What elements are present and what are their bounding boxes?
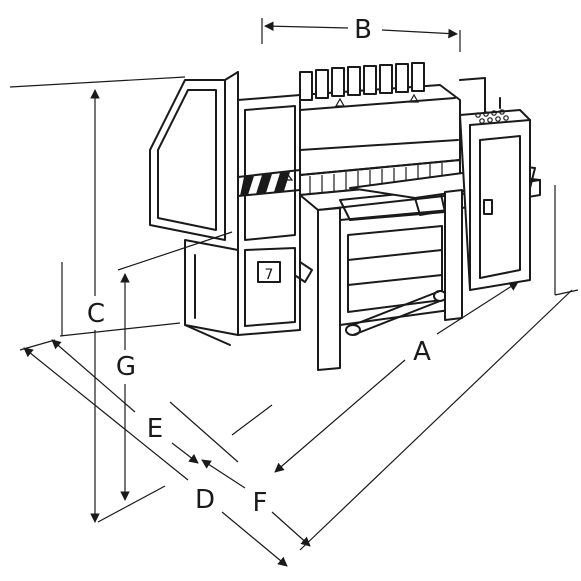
bottom-reference [97,485,166,523]
dimension-d: D [23,347,288,567]
front-leg-left [317,207,341,371]
motor-housing: 7 [237,94,313,336]
label-g: G [116,352,136,382]
label-a: A [413,337,431,367]
dimension-g: G [116,231,233,501]
panel-digit: 7 [265,267,274,283]
lower-frame [339,209,451,336]
front-leg-right [444,189,463,321]
base-reference-left [59,322,181,337]
label-c: C [87,299,105,329]
dimension-f: F [169,401,311,547]
dimension-e: E [51,339,199,464]
main-beam [299,62,461,176]
top-clamps [299,62,425,101]
control-panel [257,261,281,283]
label-b: B [354,15,372,45]
control-cabinet [459,77,531,291]
hand-wheel [295,261,313,283]
label-e: E [147,414,163,444]
dimension-lines: B C G E D [9,15,579,567]
label-f: F [253,488,268,518]
dimension-a: A [274,185,579,551]
left-base-cabinet [184,239,239,346]
dimension-b: B [261,15,461,52]
top-reference-line [9,76,186,88]
label-d: D [195,485,215,515]
machine-body: 7 [149,62,541,371]
dimension-c: C [87,89,105,523]
